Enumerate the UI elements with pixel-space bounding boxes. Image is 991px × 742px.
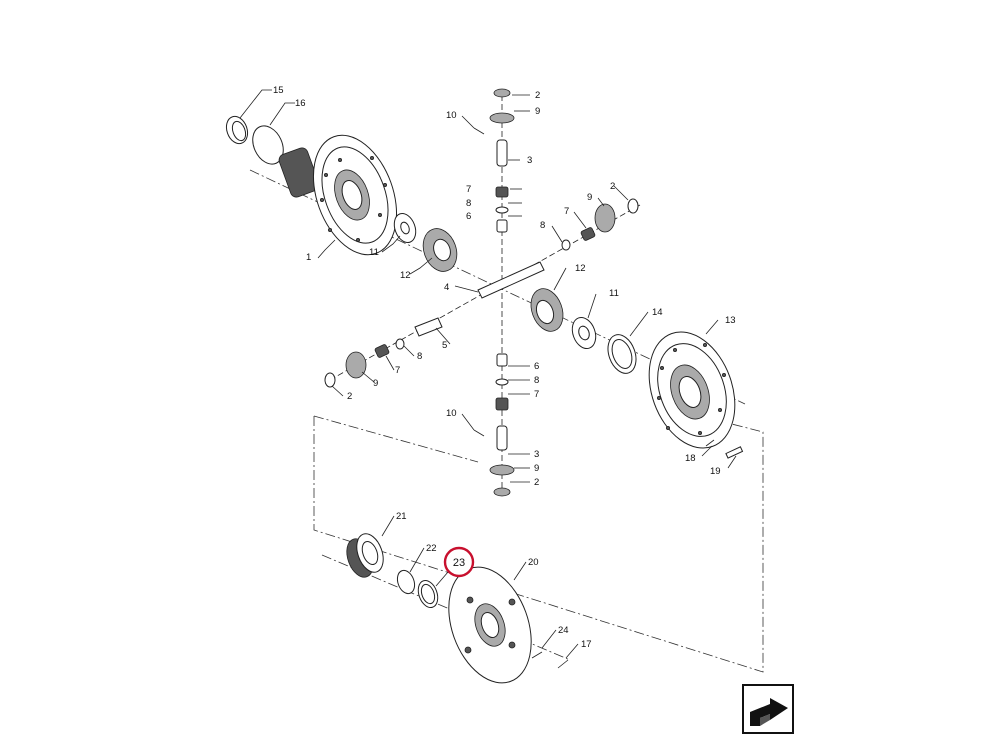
- callout-9-left: 9: [373, 378, 378, 389]
- callout-2-top: 2: [535, 90, 540, 101]
- callout-2-right: 2: [610, 181, 615, 192]
- upper-pinion-stack: [473, 88, 515, 233]
- part-23-shim: [417, 579, 439, 609]
- part-12-side-gear-right: [530, 288, 564, 332]
- right-pinion-stack: [561, 198, 639, 251]
- callout-19: 19: [710, 466, 721, 477]
- callout-18: 18: [685, 453, 696, 464]
- callout-11-right: 11: [609, 288, 619, 299]
- callout-2-bottom: 2: [534, 477, 539, 488]
- lower-pinion-stack: [473, 353, 515, 497]
- callout-22: 22: [426, 543, 437, 554]
- callout-8-bottom: 8: [534, 375, 539, 386]
- callout-9-top: 9: [535, 106, 540, 117]
- callout-7-left: 7: [395, 365, 400, 376]
- part-12-side-gear-left: [422, 228, 458, 272]
- part-20-housing-cover: [448, 566, 532, 684]
- part-1-differential-housing: [278, 134, 398, 256]
- callout-14: 14: [652, 307, 663, 318]
- callout-9-bottom: 9: [534, 463, 539, 474]
- part-11-thrust-washer-right: [571, 317, 597, 349]
- callout-8-top: 8: [466, 198, 471, 209]
- assembly-outline: [313, 415, 764, 673]
- highlighted-callout-23[interactable]: 23: [443, 546, 475, 578]
- callout-10-top: 10: [446, 110, 457, 121]
- callout-21: 21: [396, 511, 407, 522]
- callout-13: 13: [725, 315, 736, 326]
- left-pinion-stack: [324, 338, 405, 388]
- callout-7-top: 7: [466, 184, 471, 195]
- part-18-19-bolts: [705, 439, 744, 459]
- callout-20: 20: [528, 557, 539, 568]
- part-11-thrust-washer-left: [393, 212, 417, 244]
- part-13-ring-gear: [648, 331, 736, 449]
- callout-7-bottom: 7: [534, 389, 539, 400]
- callout-15: 15: [273, 85, 284, 96]
- callout-24: 24: [558, 625, 569, 636]
- callout-9-right: 9: [587, 192, 592, 203]
- part-22-ring: [396, 569, 416, 595]
- leader-lines: [239, 89, 737, 659]
- callout-6-bottom: 6: [534, 361, 539, 372]
- part-14-ring: [607, 334, 637, 374]
- callout-labels: 15 16 1 11 12 4 5 8 7 9 2 10 2 9 3 7 8 6…: [273, 85, 736, 650]
- callout-8-right: 8: [540, 220, 545, 231]
- part-5-short-shaft: [414, 317, 443, 337]
- callout-11-left: 11: [369, 247, 379, 258]
- next-page-arrow-icon: [750, 698, 788, 726]
- callout-8-left: 8: [417, 351, 422, 362]
- callout-2-left: 2: [347, 391, 352, 402]
- part-15-ring: [225, 115, 249, 145]
- callout-5: 5: [442, 340, 447, 351]
- part-24-17-fasteners: [531, 651, 569, 669]
- callout-7-right: 7: [564, 206, 569, 217]
- callout-12-right: 12: [575, 263, 586, 274]
- callout-4: 4: [444, 282, 449, 293]
- callout-10-bottom: 10: [446, 408, 457, 419]
- part-21-bearing: [346, 533, 384, 578]
- next-page-arrow-button[interactable]: [742, 684, 794, 734]
- highlight-ring: [443, 546, 475, 578]
- callout-12-left: 12: [400, 270, 411, 281]
- callout-1: 1: [306, 252, 311, 263]
- callout-3-top: 3: [527, 155, 532, 166]
- callout-3-bottom: 3: [534, 449, 539, 460]
- callout-6-top: 6: [466, 211, 471, 222]
- part-4-cross-shaft: [477, 261, 545, 299]
- part-16-oring: [252, 125, 284, 165]
- callout-23: 23: [453, 557, 465, 569]
- callout-16: 16: [295, 98, 306, 109]
- callout-17: 17: [581, 639, 592, 650]
